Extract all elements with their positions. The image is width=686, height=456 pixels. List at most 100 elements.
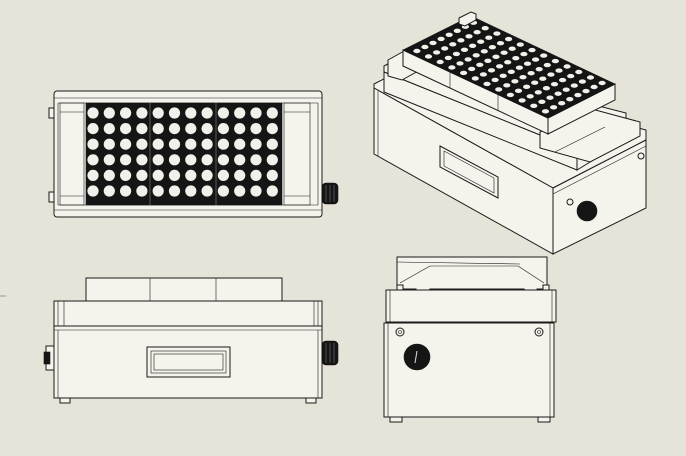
well bbox=[185, 107, 197, 119]
well bbox=[250, 169, 262, 181]
well bbox=[505, 36, 513, 42]
well bbox=[421, 44, 429, 50]
well bbox=[512, 56, 520, 61]
well bbox=[491, 77, 499, 83]
well bbox=[266, 154, 278, 166]
well bbox=[103, 138, 115, 150]
top-view-well-grid bbox=[87, 107, 278, 197]
well bbox=[201, 185, 213, 197]
well bbox=[152, 123, 164, 135]
well bbox=[168, 138, 181, 150]
well bbox=[266, 138, 278, 150]
iso-plate-top bbox=[402, 15, 616, 119]
well bbox=[413, 48, 421, 54]
side-view-housing bbox=[383, 322, 555, 418]
well bbox=[563, 64, 571, 69]
iso-well-grid bbox=[413, 20, 606, 114]
side-view-platform bbox=[385, 289, 557, 323]
well bbox=[469, 43, 477, 48]
well bbox=[567, 73, 575, 79]
well bbox=[473, 30, 481, 35]
well bbox=[185, 123, 197, 135]
top-view-tab-1 bbox=[48, 107, 55, 119]
well bbox=[476, 62, 484, 67]
well bbox=[457, 38, 465, 43]
well bbox=[437, 36, 445, 42]
well bbox=[543, 62, 551, 68]
well bbox=[551, 58, 560, 64]
well bbox=[120, 169, 132, 181]
well bbox=[120, 138, 132, 150]
iso-knob bbox=[576, 200, 598, 222]
well bbox=[152, 107, 164, 119]
well bbox=[503, 83, 511, 88]
side-view-knob bbox=[403, 343, 431, 371]
well bbox=[87, 123, 99, 135]
well bbox=[514, 88, 523, 94]
well bbox=[555, 68, 563, 73]
well bbox=[201, 154, 213, 166]
well bbox=[429, 40, 437, 46]
well bbox=[168, 123, 181, 135]
front-view-plate bbox=[85, 277, 283, 302]
well bbox=[217, 107, 229, 119]
well bbox=[250, 154, 262, 166]
front-view-foot-left bbox=[59, 397, 71, 404]
well bbox=[499, 73, 507, 79]
side-view-screw-left bbox=[395, 327, 405, 337]
well bbox=[531, 80, 539, 85]
well bbox=[527, 71, 535, 76]
well bbox=[87, 185, 99, 197]
well bbox=[546, 95, 554, 100]
well bbox=[217, 169, 229, 181]
well bbox=[598, 80, 606, 86]
well bbox=[526, 94, 534, 99]
well bbox=[575, 69, 583, 75]
well bbox=[500, 50, 508, 55]
well bbox=[479, 72, 487, 77]
well bbox=[550, 105, 558, 110]
well bbox=[453, 28, 461, 33]
side-view bbox=[383, 256, 557, 423]
well bbox=[542, 86, 551, 91]
well bbox=[120, 185, 132, 197]
well bbox=[511, 79, 519, 84]
well bbox=[120, 123, 132, 135]
well bbox=[586, 75, 595, 80]
well bbox=[465, 34, 473, 39]
well bbox=[185, 138, 197, 150]
well bbox=[445, 32, 453, 37]
well bbox=[444, 55, 452, 61]
well bbox=[217, 185, 229, 197]
iso-screw-2 bbox=[637, 152, 645, 160]
well bbox=[201, 107, 213, 119]
well bbox=[559, 77, 567, 83]
top-view-left-clamp bbox=[59, 102, 85, 206]
well bbox=[464, 57, 472, 62]
well bbox=[507, 69, 515, 75]
well bbox=[266, 107, 278, 119]
iso-housing-right bbox=[552, 139, 647, 255]
well bbox=[266, 169, 278, 181]
well bbox=[103, 169, 115, 181]
well bbox=[217, 154, 229, 166]
well bbox=[136, 169, 148, 181]
well bbox=[493, 31, 501, 36]
well bbox=[250, 185, 262, 197]
side-view-screw-right bbox=[534, 327, 544, 337]
well bbox=[477, 39, 485, 44]
well bbox=[103, 107, 115, 119]
well bbox=[436, 59, 444, 65]
well bbox=[234, 123, 246, 135]
well bbox=[234, 185, 246, 197]
well bbox=[550, 82, 559, 87]
well bbox=[120, 154, 132, 166]
well bbox=[168, 169, 181, 181]
well bbox=[152, 169, 164, 181]
well bbox=[538, 99, 546, 105]
iso-plate-clip bbox=[458, 11, 477, 27]
well bbox=[534, 90, 542, 95]
well bbox=[485, 35, 493, 40]
